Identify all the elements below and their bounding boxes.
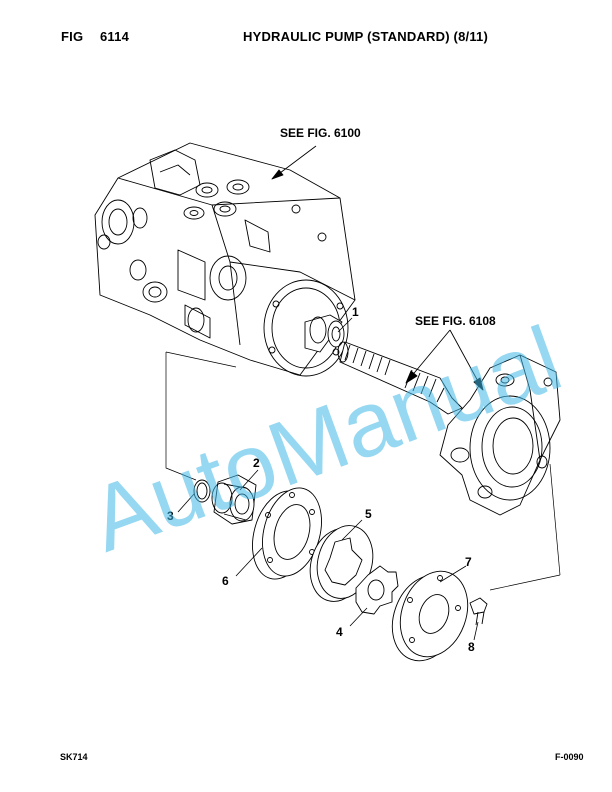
front-cover	[439, 354, 561, 516]
part-7-cover-plate	[391, 570, 469, 662]
leader-lines	[177, 317, 479, 641]
callout-7: 7	[465, 555, 472, 569]
part-3-o-ring	[193, 479, 211, 503]
figure-title: HYDRAULIC PUMP (STANDARD) (8/11)	[243, 29, 488, 44]
see-fig-6100-label: SEE FIG. 6100	[280, 126, 361, 140]
pump-housing	[94, 142, 356, 377]
part-5-outer-rotor	[309, 525, 374, 602]
see-fig-6108-label: SEE FIG. 6108	[415, 314, 496, 328]
fig-label: FIG	[61, 29, 84, 44]
callout-3: 3	[167, 509, 174, 523]
part-2-sleeve	[211, 474, 257, 525]
callout-6: 6	[222, 574, 229, 588]
callout-4: 4	[336, 625, 343, 639]
part-1-bushing	[304, 314, 345, 353]
callout-2: 2	[253, 456, 260, 470]
callout-1: 1	[352, 305, 359, 319]
part-6-outer-ring	[252, 487, 322, 580]
callout-5: 5	[365, 507, 372, 521]
fig-number: 6114	[100, 29, 130, 44]
splined-shaft	[337, 341, 463, 415]
model-code: SK714	[60, 752, 88, 762]
callout-8: 8	[468, 640, 475, 654]
part-4-inner-rotor	[355, 565, 399, 615]
phantom-outline	[165, 351, 561, 591]
part-8-bolt	[469, 597, 488, 626]
page-code: F-0090	[555, 752, 584, 762]
reference-arrows	[271, 145, 484, 391]
